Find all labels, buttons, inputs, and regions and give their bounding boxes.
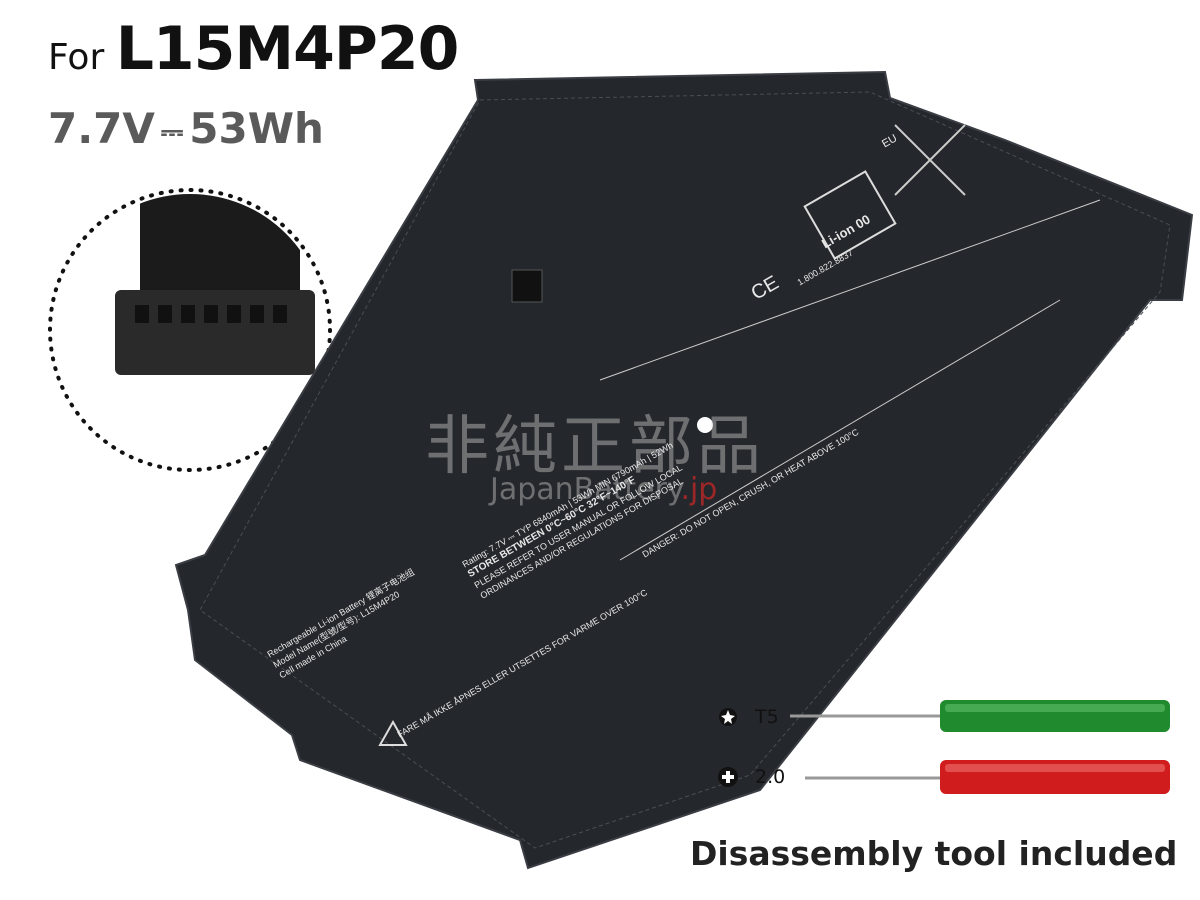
torx-icon bbox=[719, 708, 737, 726]
phillips-icon bbox=[718, 767, 738, 787]
caption: Disassembly tool included bbox=[690, 834, 1178, 873]
weee-bin-icon bbox=[894, 124, 966, 196]
connector-closeup bbox=[115, 194, 315, 375]
watermark-site: JapanBattery.jp bbox=[490, 472, 718, 507]
recycle-symbol bbox=[803, 170, 897, 260]
battery-body bbox=[174, 70, 1194, 870]
torx-size-label: T5 bbox=[755, 706, 779, 728]
voltage: 7.7V bbox=[48, 104, 155, 153]
capacity: 53Wh bbox=[189, 104, 324, 153]
dc-symbol-icon: ⎓ bbox=[160, 114, 184, 148]
phillips-screwdriver bbox=[805, 760, 1170, 794]
phillips-size-label: 2.0 bbox=[755, 766, 786, 788]
torx-screwdriver bbox=[790, 700, 1170, 732]
screw-hole bbox=[697, 417, 713, 433]
product-title: For L15M4P20 bbox=[48, 14, 460, 84]
battery-spec: 7.7V⎓53Wh bbox=[48, 104, 324, 153]
title-prefix: For bbox=[48, 37, 105, 78]
warning-icon bbox=[378, 719, 408, 746]
connector-zoom-circle bbox=[48, 188, 332, 472]
model-number: L15M4P20 bbox=[115, 14, 460, 84]
watermark-cjk: 非純正部品 bbox=[425, 410, 765, 484]
